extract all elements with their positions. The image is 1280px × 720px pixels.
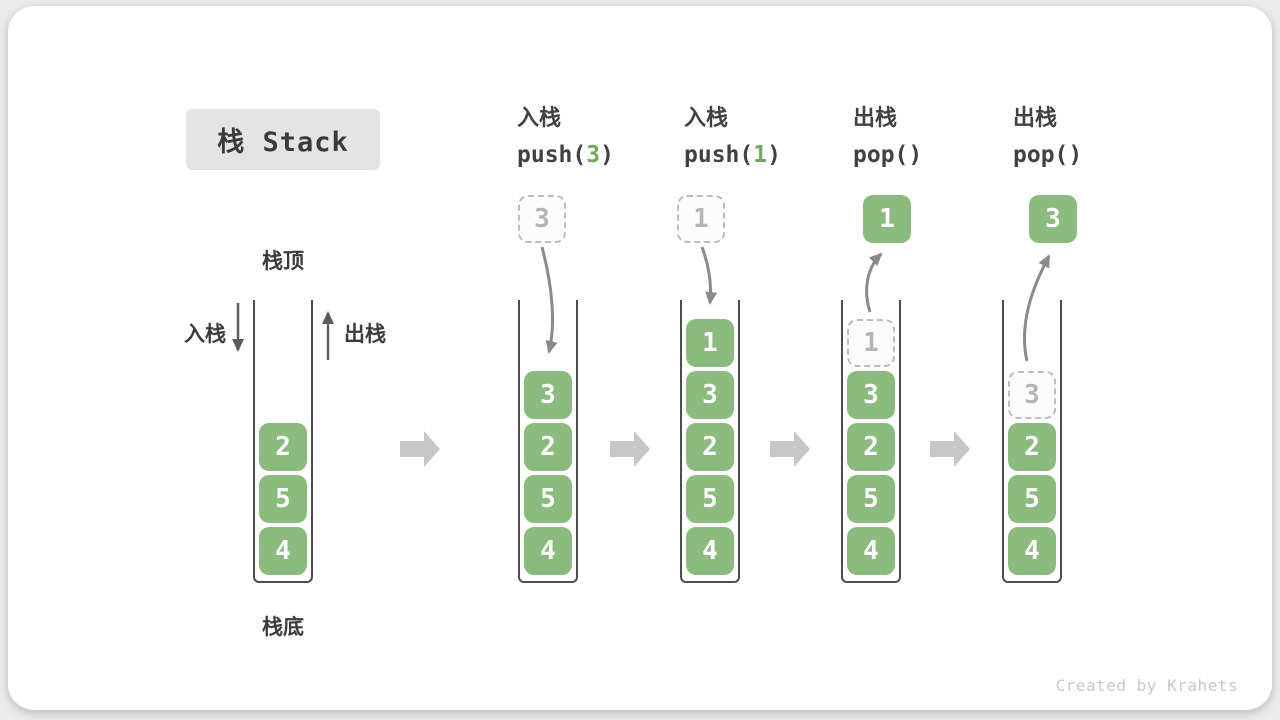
- stack-cell: 5: [524, 475, 572, 523]
- stack-cell: 5: [847, 475, 895, 523]
- op-label-push-1: 入栈 push(1): [684, 104, 781, 169]
- op-zh-label: 出栈: [1013, 106, 1058, 131]
- code-text: ): [767, 142, 781, 168]
- stack-cell: 4: [686, 527, 734, 575]
- page-title: 栈 Stack: [217, 127, 349, 158]
- code-arg: 3: [586, 142, 601, 168]
- pop-1-arrow: [865, 252, 883, 313]
- op-zh-label: 入栈: [684, 106, 729, 131]
- code-text: ): [1068, 142, 1083, 168]
- flow-arrow-2: [610, 431, 650, 467]
- pop-3-arrow: [1023, 254, 1051, 362]
- push-1-arrow: [700, 246, 718, 305]
- stack-cell: 4: [259, 527, 307, 575]
- op-label-push-3: 入栈 push(3): [517, 104, 614, 169]
- stack-cell: 5: [686, 475, 734, 523]
- popped-value-box: 1: [863, 195, 911, 243]
- code-text: pop(: [1013, 142, 1069, 168]
- code-text: push(: [684, 142, 754, 168]
- stack-cell: 2: [686, 423, 734, 471]
- stack-top-label: 栈顶: [262, 249, 304, 273]
- stack-state-1: 2 5 4: [253, 300, 313, 583]
- watermark: Created by Krahets: [1055, 676, 1238, 695]
- stack-cell: 4: [847, 527, 895, 575]
- op-code-label: pop(): [853, 141, 922, 169]
- popped-value-box: 3: [1029, 195, 1077, 243]
- op-code-label: pop(): [1013, 141, 1082, 169]
- stack-cell: 4: [524, 527, 572, 575]
- pop-side-label: 出栈: [344, 322, 386, 346]
- stack-state-2: 3 2 5 4: [518, 300, 578, 583]
- stack-state-5: 3 2 5 4: [1002, 300, 1062, 583]
- stack-cell: 2: [847, 423, 895, 471]
- stack-cell: 3: [524, 371, 572, 419]
- op-zh-label: 入栈: [517, 106, 562, 131]
- op-label-pop-3: 出栈 pop(): [1013, 104, 1082, 169]
- op-zh-label: 出栈: [853, 106, 898, 131]
- popped-placeholder: 3: [1008, 371, 1056, 419]
- code-text: ): [600, 142, 614, 168]
- push-side-label: 入栈: [184, 322, 226, 346]
- code-text: push(: [517, 142, 587, 168]
- op-label-pop-1: 出栈 pop(): [853, 104, 922, 169]
- stack-cell: 2: [259, 423, 307, 471]
- code-text: ): [908, 142, 923, 168]
- stack-cell: 2: [1008, 423, 1056, 471]
- code-text: pop(: [853, 142, 909, 168]
- code-arg: 1: [753, 142, 768, 168]
- incoming-value-box: 1: [677, 195, 725, 243]
- flow-arrow-4: [930, 431, 970, 467]
- stack-state-4: 1 3 2 5 4: [841, 300, 901, 583]
- flow-arrow-1: [400, 431, 440, 467]
- stack-cell: 3: [847, 371, 895, 419]
- stack-cell: 1: [686, 319, 734, 367]
- push-3-arrow: [540, 246, 558, 354]
- op-code-label: push(3): [517, 141, 614, 169]
- stack-state-3: 1 3 2 5 4: [680, 300, 740, 583]
- incoming-value-box: 3: [518, 195, 566, 243]
- title-box: 栈 Stack: [186, 109, 380, 170]
- stack-cell: 4: [1008, 527, 1056, 575]
- popped-placeholder: 1: [847, 319, 895, 367]
- op-code-label: push(1): [684, 141, 781, 169]
- stack-cell: 2: [524, 423, 572, 471]
- stack-cell: 5: [259, 475, 307, 523]
- stack-bottom-label: 栈底: [262, 615, 304, 639]
- stack-cell: 5: [1008, 475, 1056, 523]
- stack-cell: 3: [686, 371, 734, 419]
- flow-arrow-3: [770, 431, 810, 467]
